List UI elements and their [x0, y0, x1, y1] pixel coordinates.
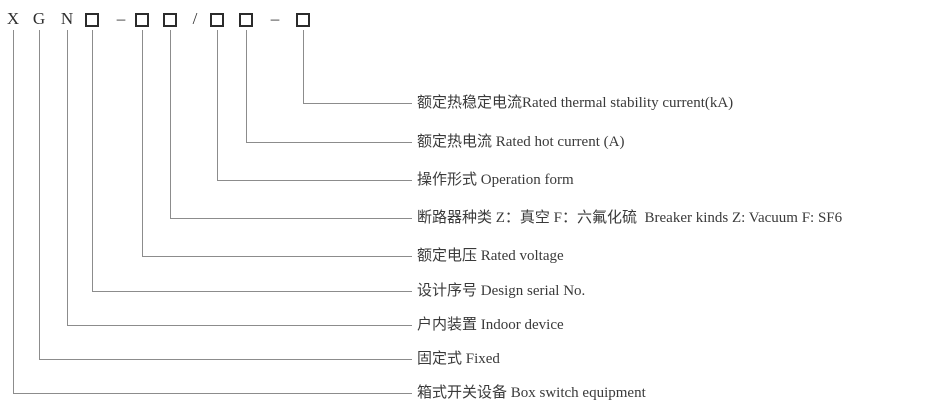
- legend-label: 箱式开关设备 Box switch equipment: [417, 385, 646, 401]
- legend-label: 固定式 Fixed: [417, 351, 500, 367]
- connector-hline: [92, 291, 412, 292]
- code-box-1: [85, 13, 99, 27]
- connector-vline: [142, 30, 143, 256]
- connector-hline: [170, 218, 412, 219]
- connector-vline: [92, 30, 93, 291]
- code-box-3: [163, 13, 177, 27]
- legend-label: 操作形式 Operation form: [417, 172, 574, 188]
- code-box-4: [210, 13, 224, 27]
- code-box-6: [296, 13, 310, 27]
- connector-vline: [39, 30, 40, 359]
- legend-label: 户内装置 Indoor device: [417, 317, 564, 333]
- connector-hline: [303, 103, 412, 104]
- connector-vline: [246, 30, 247, 142]
- legend-label: 额定热稳定电流Rated thermal stability current(k…: [417, 95, 734, 111]
- connector-vline: [13, 30, 14, 393]
- connector-hline: [13, 393, 412, 394]
- connector-vline: [67, 30, 68, 325]
- connector-hline: [39, 359, 412, 360]
- code-dash-1: –: [116, 9, 126, 28]
- code-box-5: [239, 13, 253, 27]
- code-letter-x: X: [6, 9, 20, 28]
- legend-label: 设计序号 Design serial No.: [417, 283, 586, 299]
- code-slash: /: [192, 9, 198, 28]
- connector-hline: [246, 142, 412, 143]
- connector-hline: [67, 325, 412, 326]
- code-letter-n: N: [60, 9, 74, 28]
- connector-vline: [303, 30, 304, 103]
- code-letter-g: G: [32, 9, 46, 28]
- code-box-2: [135, 13, 149, 27]
- connector-vline: [170, 30, 171, 218]
- legend-label: 额定热电流 Rated hot current (A): [417, 134, 625, 150]
- legend-label: 断路器种类 Z：真空 F：六氟化硫 Breaker kinds Z: Vacuu…: [417, 210, 843, 226]
- connector-hline: [142, 256, 412, 257]
- connector-vline: [217, 30, 218, 180]
- code-dash-2: –: [270, 9, 280, 28]
- connector-hline: [217, 180, 412, 181]
- legend-label: 额定电压 Rated voltage: [417, 248, 564, 264]
